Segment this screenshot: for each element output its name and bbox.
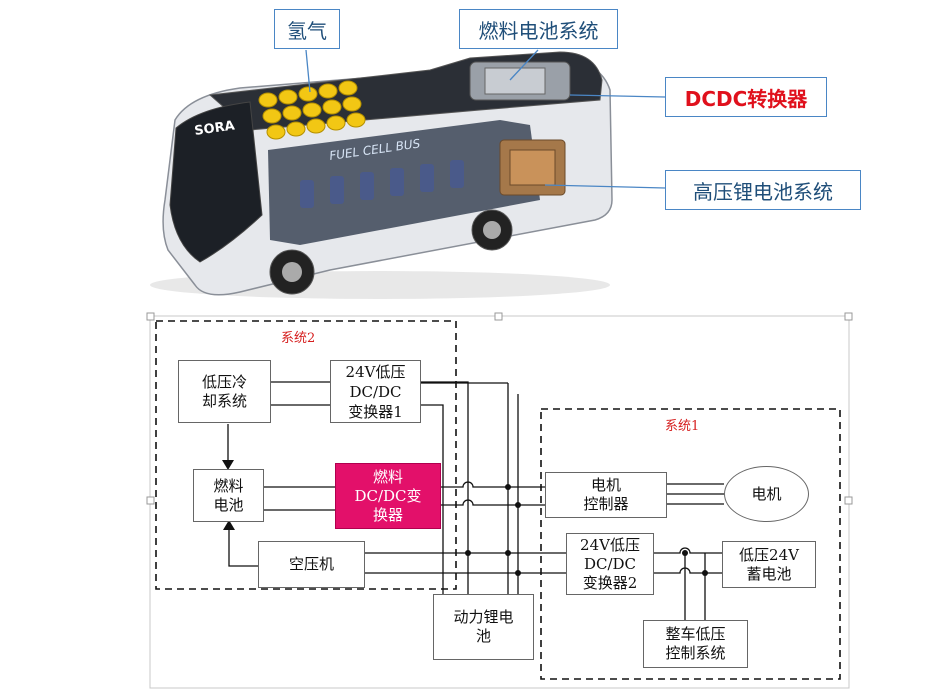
block-vehicle-lv-control: 整车低压 控制系统 <box>643 620 748 668</box>
callout-hv-battery-system: 高压锂电池系统 <box>665 170 861 210</box>
block-battery-24v: 低压24V 蓄电池 <box>722 541 816 588</box>
callout-lines <box>305 49 666 189</box>
block-dcdc-24v-1: 24V低压 DC/DC 变换器1 <box>330 360 421 423</box>
callout-dcdc-converter-text: DCDC转换器 <box>684 86 808 111</box>
bus-windshield <box>169 101 263 263</box>
bus-illustration: SORA FUEL CELL BUS <box>150 49 673 299</box>
callout-hydrogen: 氢气 <box>274 9 340 49</box>
callout-dcdc-converter: DCDC转换器 <box>665 77 827 117</box>
callout-hydrogen-text: 氢气 <box>287 18 327 43</box>
block-fuel-cell: 燃料 电池 <box>193 469 264 522</box>
block-lv-cooling: 低压冷 却系统 <box>178 360 271 423</box>
callout-fuel-cell-system: 燃料电池系统 <box>459 9 618 49</box>
system1-label: 系统1 <box>665 419 700 434</box>
block-dcdc-24v-2: 24V低压 DC/DC 变换器2 <box>566 533 654 595</box>
block-motor: 电机 <box>724 466 809 522</box>
callout-fuel-cell-system-text: 燃料电池系统 <box>478 18 599 43</box>
block-air-compressor: 空压机 <box>258 541 365 588</box>
hydrogen-tanks <box>258 80 366 140</box>
block-fc-dcdc: 燃料 DC/DC变 换器 <box>335 463 441 529</box>
callout-hv-battery-system-text: 高压锂电池系统 <box>693 179 833 204</box>
bus-seats <box>300 160 464 208</box>
block-motor-controller: 电机 控制器 <box>545 472 667 518</box>
block-power-battery: 动力锂电 池 <box>433 594 534 660</box>
system2-label: 系统2 <box>281 331 316 346</box>
bus-brand: SORA <box>193 118 235 138</box>
